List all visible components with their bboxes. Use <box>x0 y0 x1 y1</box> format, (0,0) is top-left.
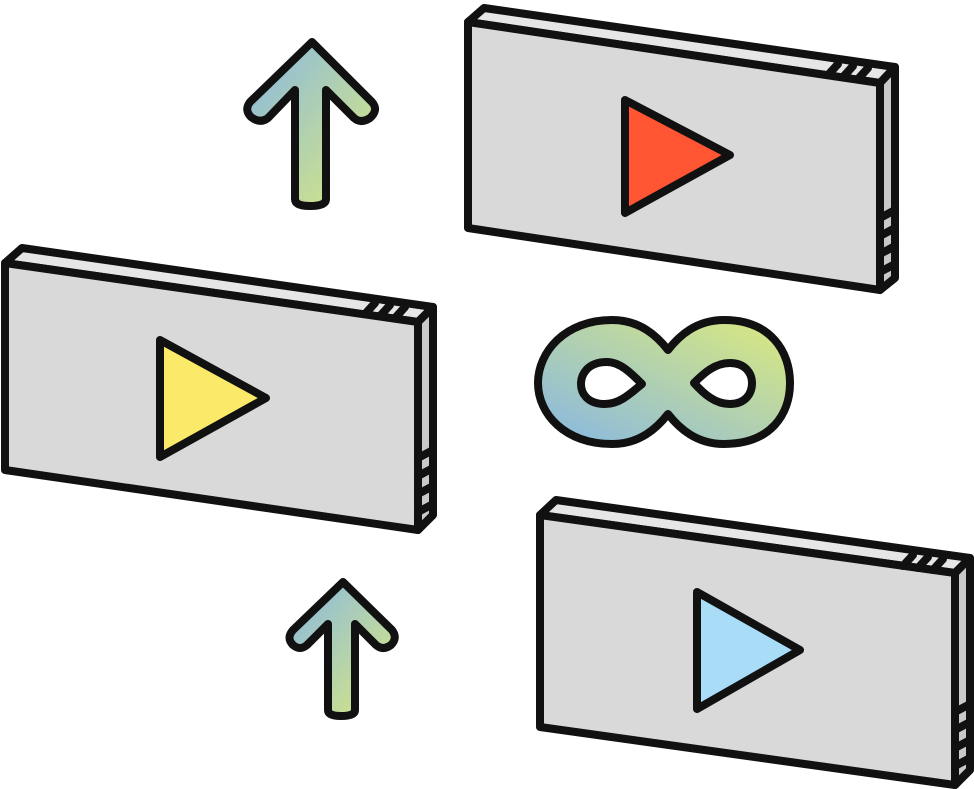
arrow-up-icon <box>285 578 399 720</box>
infinity-symbol <box>534 316 794 448</box>
play-icon <box>693 588 804 713</box>
video-panel-middle-left <box>1 244 437 534</box>
arrow-up-bottom <box>285 578 399 720</box>
play-icon <box>156 336 270 461</box>
arrow-up-top <box>243 38 379 210</box>
video-panel-bottom-right <box>536 496 974 789</box>
play-icon <box>621 96 734 217</box>
video-panel-top-right <box>464 4 899 294</box>
arrow-up-icon <box>243 38 379 210</box>
infinity-icon <box>534 316 794 448</box>
